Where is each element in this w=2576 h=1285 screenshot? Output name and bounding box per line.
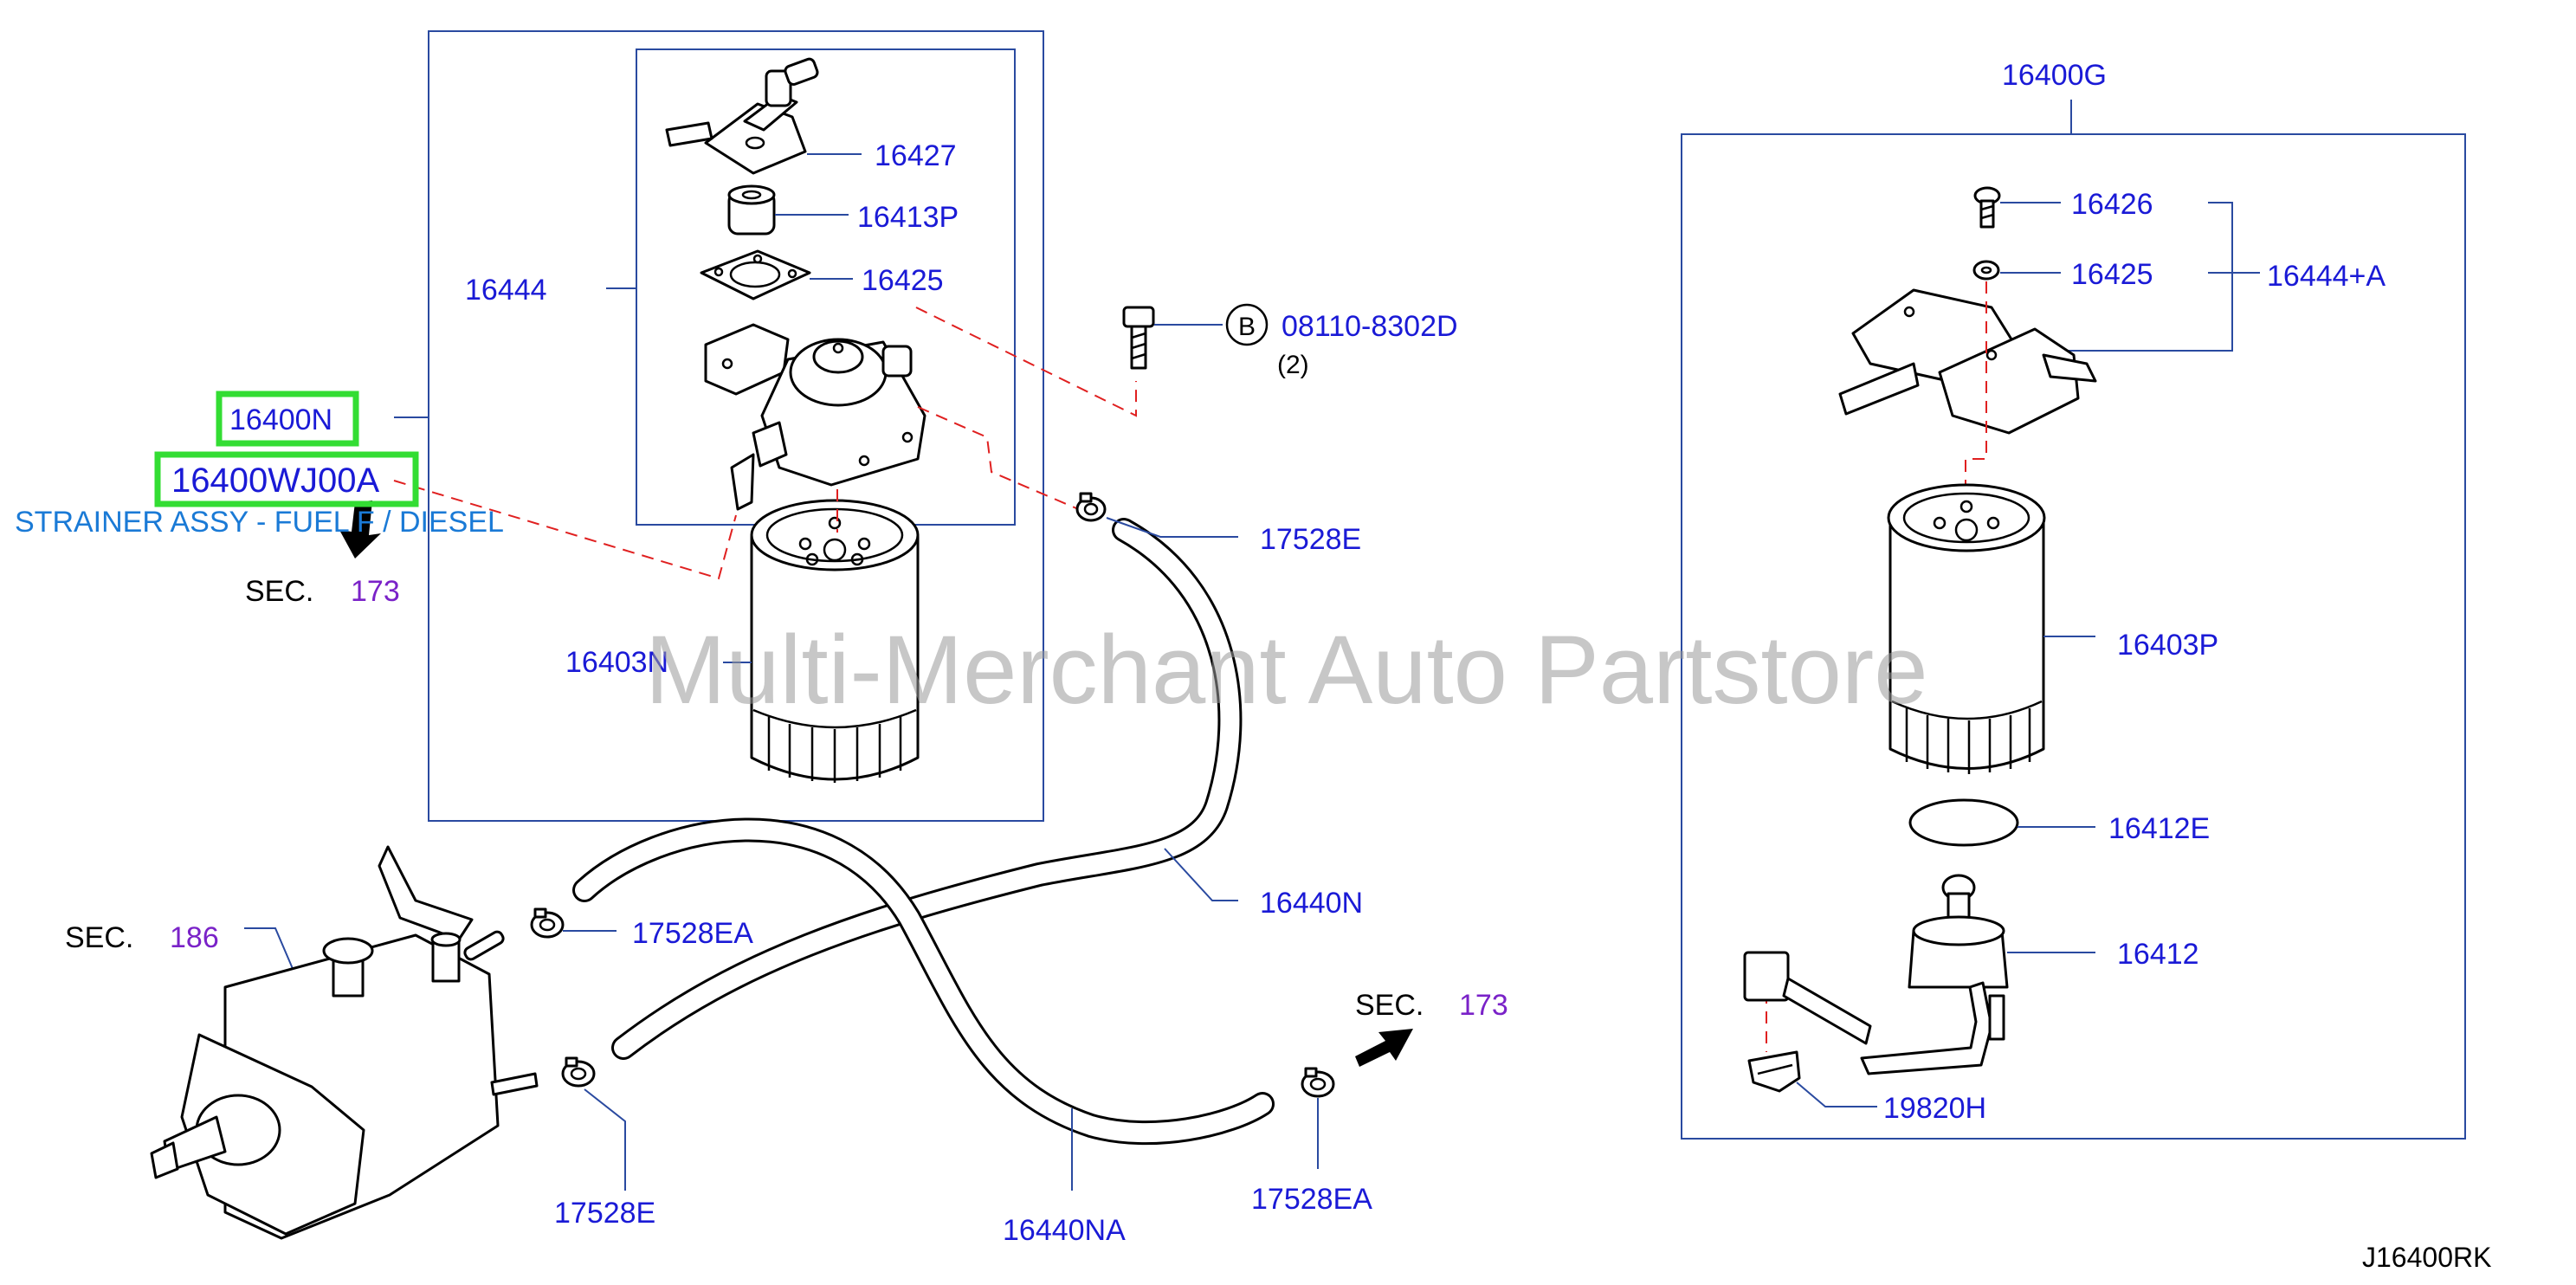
label-16400G[interactable]: 16400G xyxy=(2002,59,2107,92)
label-16400WJ00A[interactable]: 16400WJ00A xyxy=(171,462,379,500)
leader-sec-186 xyxy=(244,927,300,984)
diagram-code: J16400RK xyxy=(2362,1242,2491,1273)
clip-icon xyxy=(1747,1050,1801,1093)
label-17528E-top[interactable]: 17528E xyxy=(1260,523,1361,556)
leader-17528E-top xyxy=(1106,517,1238,538)
label-16444A[interactable]: 16444+A xyxy=(2267,260,2386,293)
label-16427[interactable]: 16427 xyxy=(875,139,957,172)
label-16403P[interactable]: 16403P xyxy=(2117,629,2218,662)
screw-icon xyxy=(1973,186,2001,229)
label-16425[interactable]: 16425 xyxy=(862,264,944,297)
bolt-marker-letter: B xyxy=(1238,313,1256,341)
label-sec-173-top[interactable]: 173 xyxy=(351,575,400,608)
washer-icon xyxy=(1972,260,2000,281)
leader-17528E-bottom xyxy=(584,1088,626,1191)
filter-cartridge-16403P-icon xyxy=(1887,483,2046,774)
clamp-17528E-top-icon xyxy=(1075,492,1107,522)
label-sec-left: SEC. xyxy=(65,921,133,954)
pump-head-icon xyxy=(665,57,819,175)
label-16425-right[interactable]: 16425 xyxy=(2071,258,2153,291)
watermark: Multi-Merchant Auto Partstore xyxy=(645,616,1927,724)
bushing-icon xyxy=(727,184,776,236)
leader-16440N xyxy=(1164,848,1238,901)
arrow-to-sec-173-right-icon xyxy=(1355,1029,1413,1067)
alignment-line-bolt-b xyxy=(915,307,1137,417)
bolt-marker-circle xyxy=(1225,303,1269,346)
label-16412[interactable]: 16412 xyxy=(2117,938,2199,971)
label-bolt-08110-8302D[interactable]: 08110-8302D xyxy=(1282,310,1458,343)
label-17528E-bottom[interactable]: 17528E xyxy=(554,1197,655,1230)
bolt-icon xyxy=(1122,306,1155,370)
o-ring-icon xyxy=(1908,798,2019,847)
hose-16440N-icon xyxy=(611,518,1243,1060)
label-sec-right: SEC. xyxy=(1355,989,1424,1022)
alignment-line-strainer xyxy=(393,480,737,580)
injection-pump-icon xyxy=(150,845,539,1240)
clamp-17528EA-right-icon xyxy=(1301,1067,1335,1098)
label-17528EA-right[interactable]: 17528EA xyxy=(1251,1183,1372,1216)
clamp-17528EA-left-icon xyxy=(530,907,565,939)
label-16412E[interactable]: 16412E xyxy=(2108,812,2210,845)
arrow-to-sec-173-top-icon xyxy=(339,500,381,559)
label-16413P[interactable]: 16413P xyxy=(857,201,959,234)
label-16440N[interactable]: 16440N xyxy=(1260,887,1363,920)
label-16440NA[interactable]: 16440NA xyxy=(1003,1214,1126,1247)
label-sec-173-right[interactable]: 173 xyxy=(1459,989,1508,1022)
leader-19820H xyxy=(1796,1082,1877,1107)
label-sec-top: SEC. xyxy=(245,575,313,608)
highlight-16400N xyxy=(216,391,359,447)
filter-head-icon xyxy=(704,323,926,511)
label-16426[interactable]: 16426 xyxy=(2071,188,2153,221)
alignment-line-clamp xyxy=(917,406,1083,512)
filter-head-right-icon xyxy=(1838,288,2097,435)
highlight-16400WJ00A xyxy=(154,451,419,507)
clamp-17528E-bottom-icon xyxy=(561,1056,596,1088)
assembly-box-16400G xyxy=(1681,133,2466,1140)
label-17528EA-left[interactable]: 17528EA xyxy=(632,917,753,950)
hose-16440NA-icon xyxy=(572,817,1275,1146)
filter-cartridge-16403N-icon xyxy=(750,499,920,783)
label-16444[interactable]: 16444 xyxy=(465,274,547,307)
label-16403N[interactable]: 16403N xyxy=(565,646,668,679)
label-16400N[interactable]: 16400N xyxy=(229,404,332,436)
label-sec-186[interactable]: 186 xyxy=(170,921,219,954)
label-19820H[interactable]: 19820H xyxy=(1883,1092,1986,1125)
part-description: STRAINER ASSY - FUEL F / DIESEL xyxy=(15,506,504,539)
water-sensor-icon xyxy=(1743,874,2009,1075)
gasket-icon xyxy=(700,249,811,300)
label-bolt-qty: (2) xyxy=(1277,351,1309,379)
